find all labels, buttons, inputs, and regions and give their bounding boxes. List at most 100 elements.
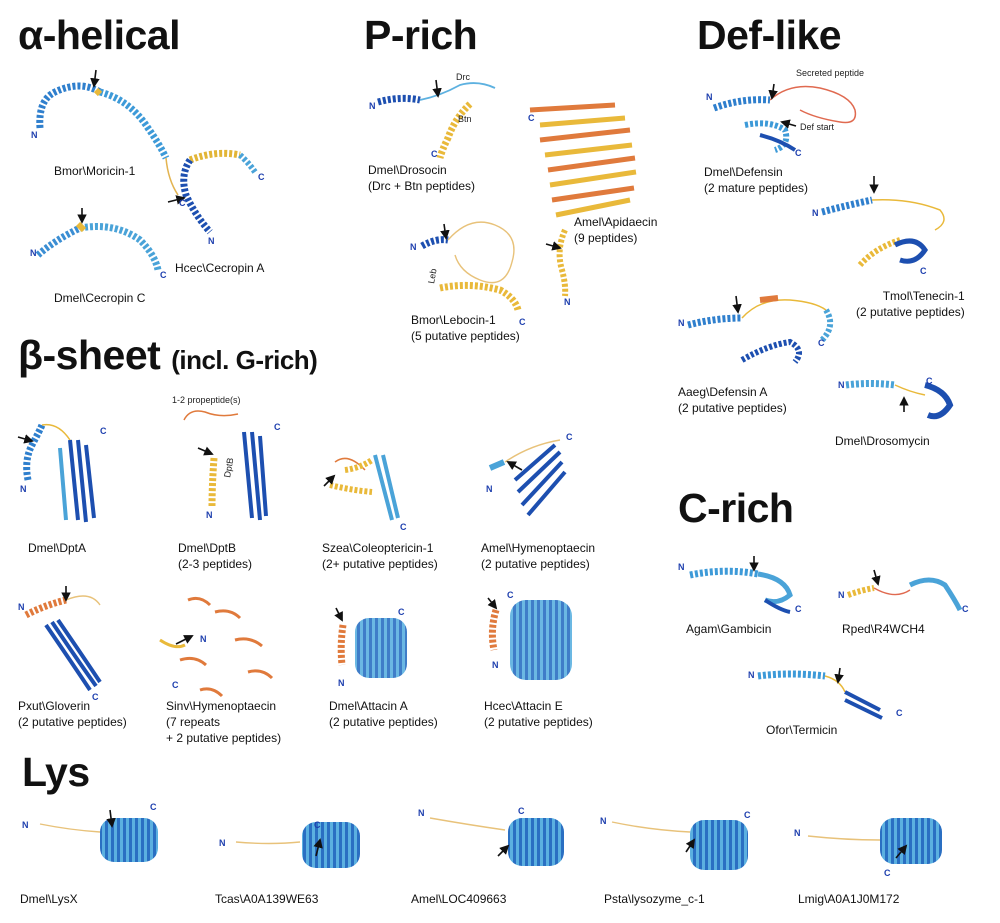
terminus-n: N — [338, 678, 345, 688]
terminus-n: N — [600, 816, 607, 826]
annotation-drc: Drc — [456, 72, 470, 82]
terminus-c: C — [92, 692, 99, 702]
terminus-c: C — [795, 604, 802, 614]
terminus-c: C — [818, 338, 825, 348]
annotation-dptb: DptB — [222, 457, 235, 478]
arrow-apidaecin — [545, 241, 562, 251]
arrow-r4wch4 — [871, 569, 881, 586]
annotation-secreted-peptide: Secreted peptide — [796, 68, 864, 78]
terminus-n: N — [678, 318, 685, 328]
annotation-leb: Leb — [426, 268, 438, 285]
arrow-attacin-e — [487, 597, 498, 610]
arrow-cecropin-a — [167, 195, 186, 205]
arrow-hymenoptaecin — [506, 461, 523, 471]
terminus-n: N — [418, 808, 425, 818]
arrow-dptb — [197, 446, 214, 456]
terminus-c: C — [431, 149, 438, 159]
label-cecropin-a: Hcec\Cecropin A — [175, 261, 265, 275]
terminus-n: N — [486, 484, 493, 494]
terminus-n: N — [812, 208, 819, 218]
terminus-n: N — [208, 236, 215, 246]
annotation-btn: Btn — [458, 114, 472, 124]
label-gambicin: Agam\Gambicin — [686, 622, 772, 636]
label-dpta: Dmel\DptA — [28, 541, 87, 555]
label-dptb: Dmel\DptB(2-3 peptides) — [178, 541, 253, 571]
structure-sinv-hymenoptaecin — [159, 596, 274, 698]
label-lmig: Lmig\A0A1J0M172 — [798, 892, 900, 906]
label-tenecin: Tmol\Tenecin-1(2 putative peptides) — [856, 289, 965, 319]
structure-cecropin-c — [35, 221, 162, 271]
heading-def-like: Def-like — [697, 12, 842, 58]
structure-drosocin — [377, 82, 496, 159]
label-r4wch4: Rped\R4WCH4 — [842, 622, 925, 636]
structure-attacin-a — [337, 618, 407, 678]
terminus-c: C — [744, 810, 751, 820]
arrow-tcas — [313, 838, 323, 857]
terminus-c: C — [314, 820, 321, 830]
label-tcas: Tcas\A0A139WE63 — [215, 892, 319, 906]
label-attacin-e: Hcec\Attacin E(2 putative peptides) — [484, 699, 593, 729]
arrow-termicin — [834, 667, 844, 684]
label-cecropin-c: Dmel\Cecropin C — [54, 291, 146, 305]
terminus-n: N — [748, 670, 755, 680]
label-amellys: Amel\LOC409663 — [411, 892, 507, 906]
label-hymenoptaecin: Amel\Hymenoptaecin(2 putative peptides) — [481, 541, 596, 571]
structure-amellys — [429, 817, 564, 866]
arrow-def-start — [780, 119, 797, 129]
terminus-n: N — [678, 562, 685, 572]
structure-r4wch4 — [846, 577, 963, 612]
structure-gloverin — [24, 595, 102, 692]
label-sinv-hymenoptaecin: Sinv\Hymenoptaecin(7 repeats+ 2 putative… — [166, 699, 282, 745]
terminus-c: C — [160, 270, 167, 280]
arrow-defensin — [768, 83, 778, 100]
arrow-lmig — [895, 844, 908, 859]
terminus-c: C — [274, 422, 281, 432]
heading-c-rich: C-rich — [678, 485, 794, 531]
terminus-c: C — [172, 680, 179, 690]
label-lysx: Dmel\LysX — [20, 892, 78, 906]
terminus-n: N — [794, 828, 801, 838]
terminus-n: N — [206, 510, 213, 520]
terminus-c: C — [400, 522, 407, 532]
label-apidaecin: Amel\Apidaecin(9 peptides) — [574, 215, 658, 245]
annotation-propeptide: 1-2 propeptide(s) — [172, 395, 241, 405]
terminus-n: N — [492, 660, 499, 670]
label-defensin: Dmel\Defensin(2 mature peptides) — [704, 165, 809, 195]
terminus-c: C — [507, 590, 514, 600]
terminus-n: N — [200, 634, 207, 644]
structure-apidaecin — [529, 102, 637, 297]
label-coleoptericin: Szea\Coleoptericin-1(2+ putative peptide… — [322, 541, 438, 571]
heading-lys: Lys — [22, 749, 90, 795]
terminus-n: N — [706, 92, 713, 102]
terminus-c: C — [518, 806, 525, 816]
heading-beta-sheet: β-sheet (incl. G-rich) — [18, 332, 318, 378]
arrow-attacin-a — [334, 607, 343, 622]
label-gloverin: Pxut\Gloverin(2 putative peptides) — [18, 699, 127, 729]
label-termicin: Ofor\Termicin — [766, 723, 838, 737]
structure-tenecin — [821, 196, 945, 268]
arrow-sinv-hymenoptaecin — [175, 635, 194, 645]
annotation-def-start: Def start — [800, 122, 835, 132]
structure-dptb — [183, 410, 268, 521]
terminus-c: C — [566, 432, 573, 442]
label-drosocin: Dmel\Drosocin(Drc + Btn peptides) — [368, 163, 476, 193]
heading-alpha-helical: α-helical — [18, 12, 180, 58]
terminus-n: N — [20, 484, 27, 494]
arrow-drosocin — [432, 79, 442, 98]
terminus-n: N — [410, 242, 417, 252]
structure-lmig — [807, 818, 942, 864]
terminus-n: N — [30, 248, 37, 258]
terminus-n: N — [838, 590, 845, 600]
terminus-c: C — [926, 376, 933, 386]
structure-lebocin — [420, 221, 522, 312]
structure-dpta — [23, 423, 96, 523]
arrow-amellys — [497, 844, 510, 857]
terminus-n: N — [18, 602, 25, 612]
heading-beta-sheet-title: β-sheet — [18, 332, 161, 378]
structure-defensin-a — [687, 295, 834, 364]
label-attacin-a: Dmel\Attacin A(2 putative peptides) — [329, 699, 438, 729]
terminus-c: C — [896, 708, 903, 718]
arrow-lysx — [106, 809, 116, 828]
terminus-c: C — [795, 148, 802, 158]
